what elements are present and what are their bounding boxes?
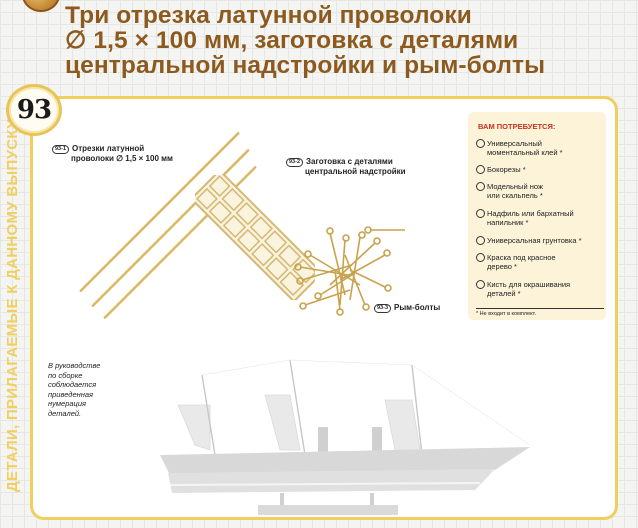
required-tools-box: ВАМ ПОТРЕБУЕТСЯ: Универсальный моменталь… <box>468 112 606 320</box>
superstructure-fret-image <box>195 175 315 300</box>
checkbox-circle-icon <box>476 253 485 262</box>
issue-number-badge: 93 <box>6 84 62 136</box>
checkbox-circle-icon <box>476 165 485 174</box>
required-tools-title: ВАМ ПОТРЕБУЕТСЯ: <box>478 122 556 131</box>
eye-bolts-image <box>294 226 405 316</box>
divider <box>476 308 604 309</box>
tool-item-knife: Модельный нож или скальпель * <box>476 182 543 200</box>
title-line-3: центральной надстройки и рым-болты <box>65 52 546 79</box>
tool-item-file: Надфиль или бархатный напильник * <box>476 209 574 227</box>
checkbox-circle-icon <box>476 236 485 245</box>
checkbox-circle-icon <box>476 209 485 218</box>
footnote: * Не входит в комплект. <box>476 311 537 317</box>
page-title: Три отрезка латунной проволоки ∅ 1,5 × 1… <box>65 3 635 78</box>
part-code: 93-2 <box>286 158 304 167</box>
tool-item-glue: Универсальный моментальный клей * <box>476 139 563 157</box>
part-code: 93-3 <box>374 304 392 313</box>
part-code: 93-1 <box>52 145 70 154</box>
tool-item-brush: Кисть для окрашивания деталей * <box>476 280 570 298</box>
side-label: ДЕТАЛИ, ПРИЛАГАЕМЫЕ К ДАННОМУ ВЫПУСКУ <box>4 119 21 492</box>
checkbox-circle-icon <box>476 139 485 148</box>
title-line-1: Три отрезка латунной проволоки <box>65 2 472 29</box>
checkbox-circle-icon <box>476 280 485 289</box>
tool-item-paint: Краска под красное дерево * <box>476 253 556 271</box>
title-line-2: ∅ 1,5 × 100 мм, заготовка с деталями <box>65 27 519 54</box>
previous-issue-badge <box>22 0 60 12</box>
tool-item-primer: Универсальная грунтовка * <box>476 236 582 245</box>
tool-item-cutters: Бокорезы * <box>476 165 526 174</box>
checkbox-circle-icon <box>476 182 485 191</box>
ship-model-image <box>160 359 531 515</box>
manual-note: В руководстве по сборке соблюдается прив… <box>48 361 101 418</box>
